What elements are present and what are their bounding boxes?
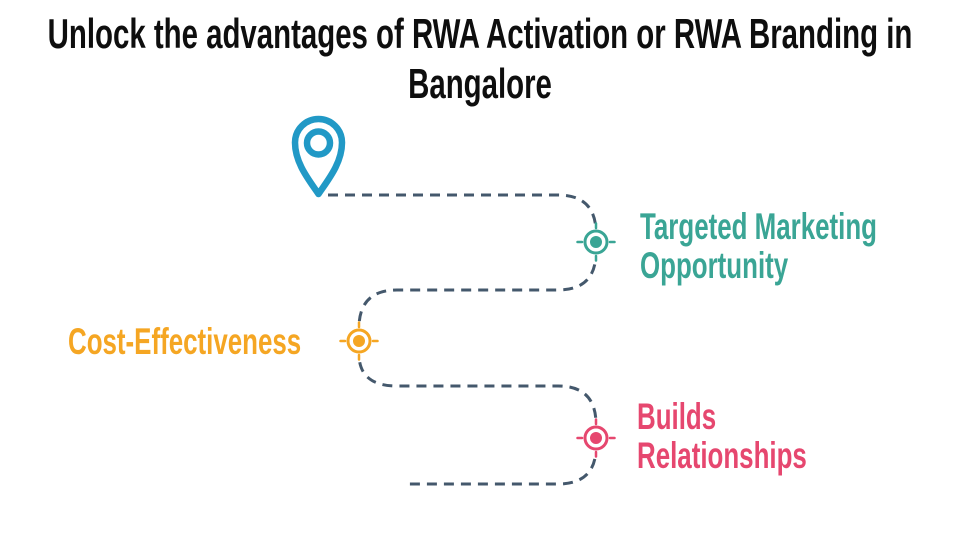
page-title: Unlock the advantages of RWA Activation … [48, 9, 913, 109]
milestone-label-line: Relationships [637, 435, 807, 476]
page-title-line2: Bangalore [408, 60, 552, 107]
page-title-line1: Unlock the advantages of RWA Activation … [47, 10, 913, 57]
milestone-label-targeted-marketing: Targeted Marketing Opportunity [640, 207, 877, 285]
location-pin-icon [291, 115, 346, 198]
milestone-label-line: Targeted Marketing [640, 206, 877, 247]
milestone-label-line: Builds [637, 396, 717, 437]
target-marker-icon-targeted-marketing [576, 222, 616, 262]
milestone-label-builds-relationships: Builds Relationships [637, 397, 807, 475]
milestone-label-line: Cost-Effectiveness [68, 321, 302, 362]
target-marker-icon-builds-relationships [576, 418, 616, 458]
target-marker-icon-cost-effectiveness [339, 321, 379, 361]
milestone-label-line: Opportunity [640, 245, 789, 286]
milestone-label-cost-effectiveness: Cost-Effectiveness [68, 322, 301, 361]
